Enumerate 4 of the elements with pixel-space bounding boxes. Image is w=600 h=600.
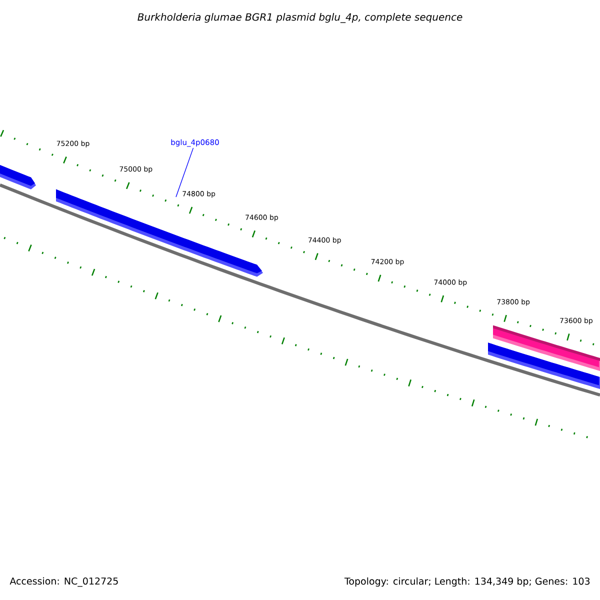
accession-text: Accession: NC_012725	[10, 577, 118, 587]
leader-line	[176, 148, 194, 198]
summary-text: Topology: circular; Length: 134,349 bp; Genes: 103	[344, 577, 590, 587]
title: Burkholderia glumae BGR1 plasmid bglu_4p, complete sequence	[138, 13, 462, 23]
